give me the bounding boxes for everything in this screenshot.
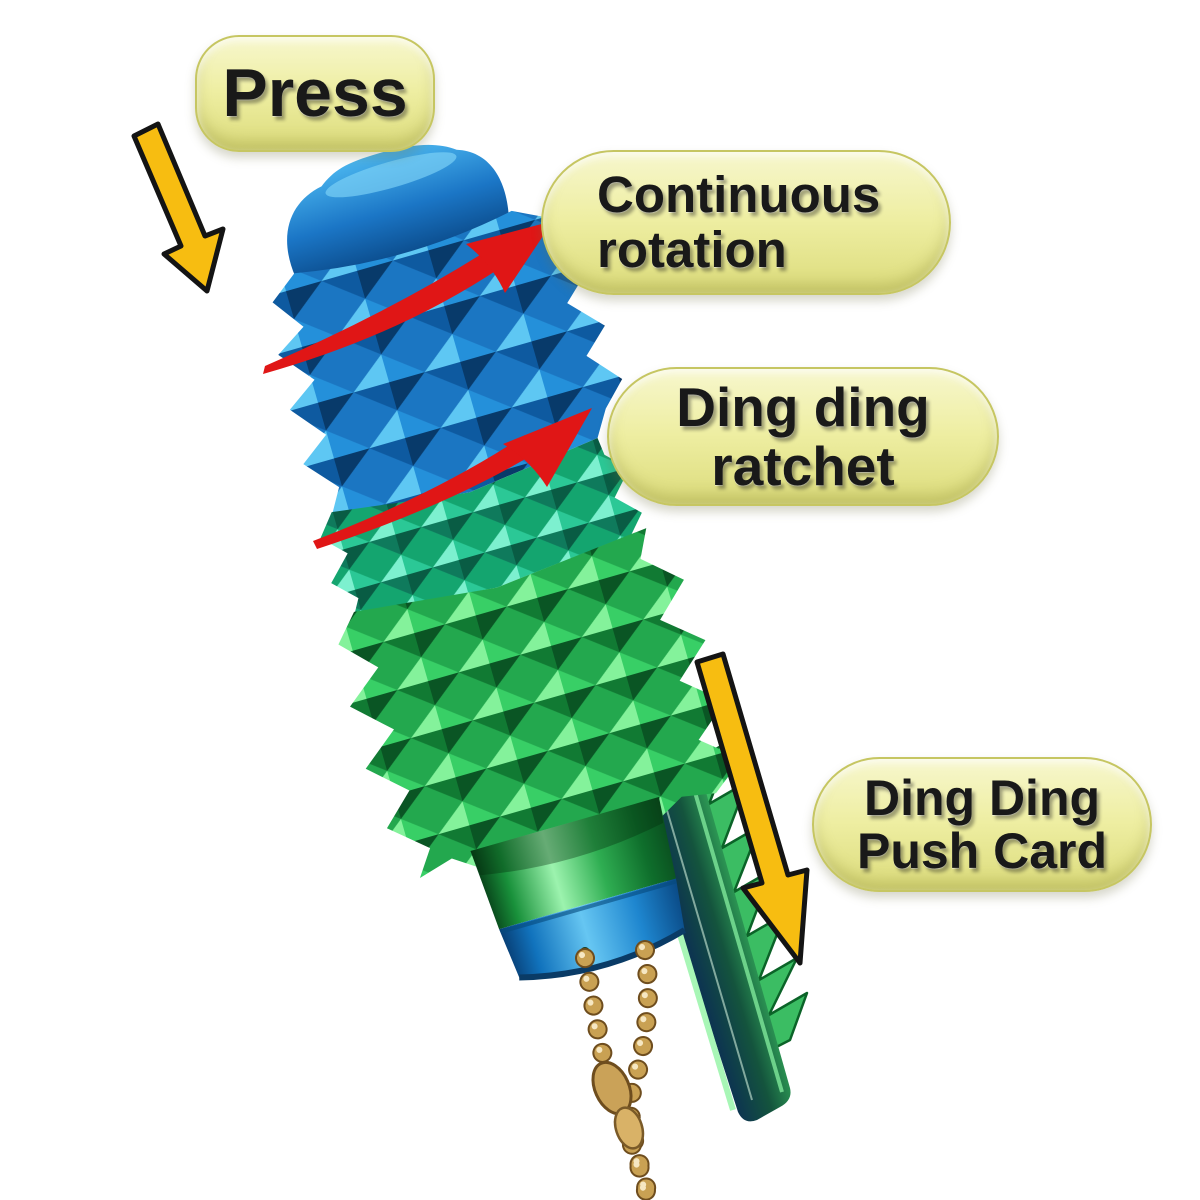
toy-collar — [470, 797, 676, 930]
collar-shadow — [470, 797, 664, 876]
rotation-arrow-middle-icon — [313, 408, 592, 549]
ball-chain — [575, 940, 660, 1200]
rod-edge-stripe — [688, 774, 784, 1093]
toy-section-green — [338, 528, 742, 879]
rotation-arrow-top-head — [466, 221, 553, 293]
label-ding-ding-push-card: Ding Ding Push Card — [812, 757, 1152, 892]
toy-cap — [287, 144, 509, 278]
toy-section-teal — [320, 438, 642, 614]
label-ding-ding-ratchet-line1: Ding ding — [676, 376, 930, 439]
rotation-arrow-top-body — [263, 250, 500, 374]
rotation-arrow-middle-head — [503, 408, 592, 487]
chain-strand — [622, 942, 658, 1200]
label-press: Press — [195, 35, 435, 152]
cap-highlight — [325, 152, 457, 198]
chain-clasp — [613, 1106, 645, 1150]
label-continuous-rotation-line2: rotation — [597, 220, 787, 278]
ring-seam — [500, 879, 677, 934]
label-continuous-rotation-line1: Continuous — [597, 166, 881, 224]
rotation-arrow-middle-body — [313, 435, 537, 549]
label-ding-ding-push-card-line2: Push Card — [856, 822, 1108, 879]
label-press-text: Press — [222, 55, 408, 132]
label-ding-ding-ratchet: Ding ding ratchet — [607, 367, 999, 506]
rod-body — [630, 757, 791, 1122]
label-ding-ding-ratchet-line2: ratchet — [711, 434, 895, 497]
rod-thin-stripe — [663, 799, 753, 1101]
label-ding-ding-push-card-line1: Ding Ding — [863, 769, 1101, 826]
label-continuous-rotation: Continuous rotation — [541, 150, 951, 295]
ring-bottom-edge — [519, 927, 687, 981]
press-arrow-icon — [131, 121, 226, 294]
push-arrow-icon — [694, 651, 810, 966]
rotation-arrow-top-icon — [263, 221, 553, 374]
